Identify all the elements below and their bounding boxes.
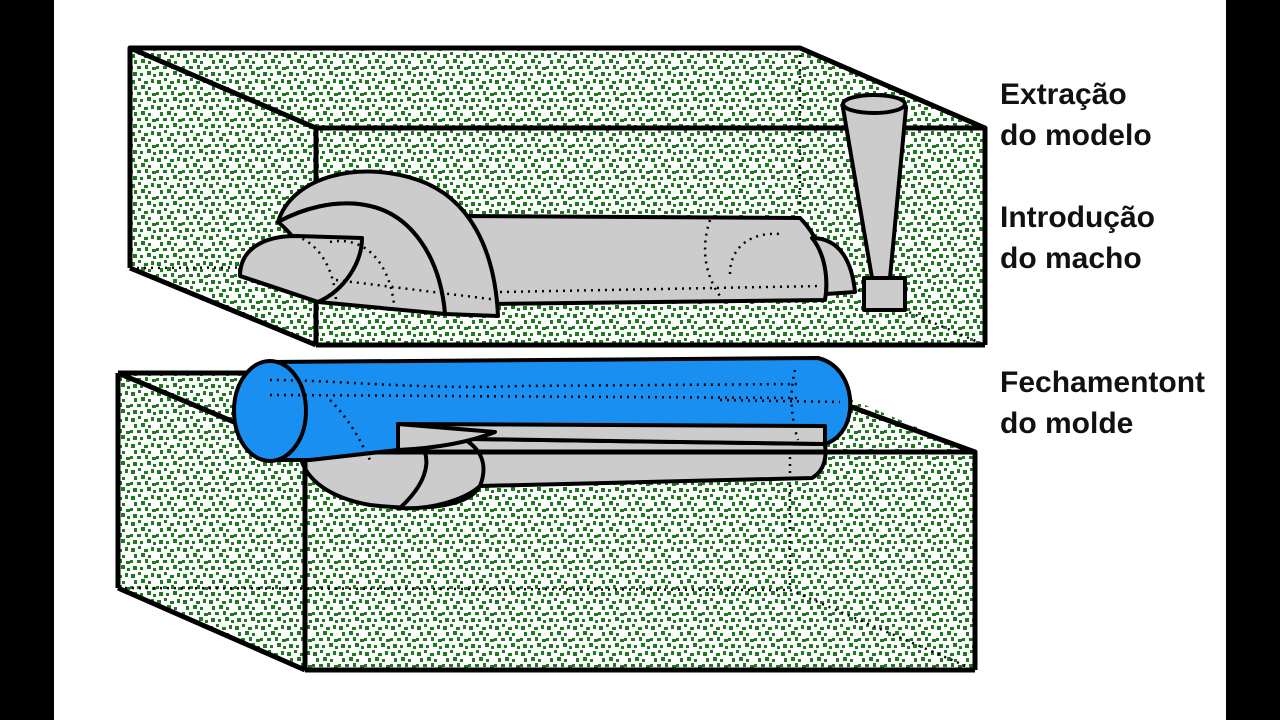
slide: Extração do modelo Introdução do macho F… [54,0,1226,720]
sprue-funnel [841,93,908,312]
step-label-line: do macho [1000,242,1142,275]
casting-process-diagram [115,45,988,673]
step-label-mold-closing: Fechamentont do molde [1000,362,1205,444]
step-label-line: do molde [1000,407,1134,440]
step-label-line: Fechamentont [1000,366,1206,399]
step-label-line: Introdução [1000,201,1155,234]
step-label-line: Extração [1000,78,1127,111]
step-label-core-insertion: Introdução do macho [1000,197,1155,279]
step-label-line: do modelo [1000,119,1152,152]
casting-pattern [238,169,857,318]
step-label-pattern-extraction: Extração do modelo [1000,74,1152,156]
sand-core [232,356,853,463]
